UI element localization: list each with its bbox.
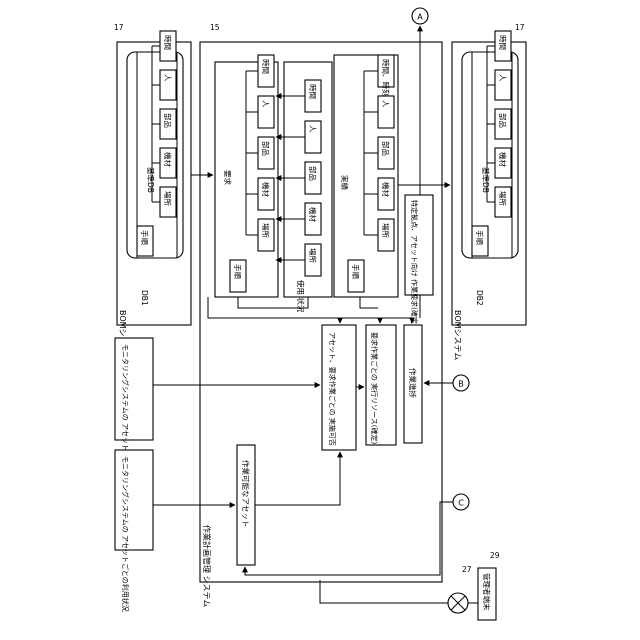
- db1-item-label: 機材: [163, 152, 173, 167]
- feasibility-text: アセット、要求作業ごとの 実施可否: [328, 332, 337, 446]
- db1-item-label: 部品: [163, 113, 173, 128]
- connector-c-loop-arrow: [245, 502, 453, 575]
- network-link-line: [320, 580, 448, 603]
- requirement-item-label: 部品: [261, 141, 271, 156]
- db1-label: DB1: [140, 290, 149, 306]
- workplan-label: 作業計画管理 システム: [202, 525, 212, 607]
- db2-item-label: 部品: [498, 113, 508, 128]
- usage-item-label: 時間: [308, 84, 317, 99]
- resources-text: 要求作業ごとの 実行リソース(確定): [370, 332, 379, 445]
- actual-item-label: 時間、時刻: [381, 59, 391, 97]
- usage-item-label: 機材: [308, 207, 318, 222]
- usage-item-label: 部品: [308, 166, 318, 181]
- terminal-ref: 29: [490, 551, 500, 560]
- bom-right-label: BOMシステム: [453, 310, 462, 360]
- db1-title: 基準DB: [146, 167, 156, 193]
- db1-item-label: 人: [163, 74, 172, 82]
- terminal-text: 管理者端末: [482, 573, 492, 611]
- connector-a-label: A: [417, 13, 423, 22]
- db2-item-label: 時間: [498, 35, 507, 50]
- network-ref: 27: [462, 565, 472, 574]
- db1-item-label: 時間: [163, 35, 172, 50]
- requirement-item-label: 手順: [233, 264, 243, 279]
- actual-feed-line: [360, 297, 378, 308]
- requirement-fixed-box: [405, 195, 433, 295]
- requirement-item-label: 機材: [261, 182, 271, 197]
- db1-item-label: 手順: [140, 230, 150, 245]
- requirement-item-label: 時間: [261, 59, 270, 74]
- db2-title: 基準DB: [481, 167, 491, 193]
- db1-item-label: 場所: [163, 191, 173, 206]
- usage-item-label: 人: [308, 125, 317, 133]
- actual-item-label: 部品: [381, 141, 391, 156]
- requirement-item-label: 人: [261, 100, 270, 108]
- actual-item-label: 場所: [381, 223, 391, 238]
- progress-text: 作業進捗: [408, 368, 418, 398]
- db2-item-label: 機材: [498, 152, 508, 167]
- usable-assets-text: 作業可能なアセット: [241, 460, 251, 527]
- actual-item-label: 手順: [351, 264, 361, 279]
- db2-item-label: 人: [498, 74, 507, 82]
- db2-label: DB2: [475, 290, 484, 306]
- bom-left-ref: 17: [114, 23, 124, 32]
- usage-status-input-box: [115, 450, 153, 550]
- usage-status-input-text: モニタリングシステムの アセットごとの利用状況: [121, 456, 130, 612]
- db2-item-label: 場所: [498, 191, 508, 206]
- feasibility-box: [322, 325, 356, 450]
- requirement-item-label: 場所: [261, 223, 271, 238]
- db2-item-label: 手順: [475, 230, 485, 245]
- connector-b-label: B: [458, 380, 464, 389]
- usage-item-label: 場所: [308, 248, 318, 263]
- db1-item-tree: 手順 場所 機材 部品 人 時間: [137, 31, 176, 256]
- actual-title: 実績: [340, 175, 350, 190]
- requirement-title: 要求: [223, 170, 233, 185]
- requirement-fixed-text: 特定拠点、アセット向け 作業要求(確定): [410, 200, 419, 327]
- connector-c-label: C: [458, 499, 464, 508]
- usable-to-feasibility-arrow: [255, 452, 340, 505]
- actual-item-label: 人: [381, 100, 390, 108]
- work-request-input-box: [115, 338, 153, 440]
- workplan-ref: 15: [210, 23, 220, 32]
- actual-item-label: 機材: [381, 182, 391, 197]
- bom-right-ref: 17: [515, 23, 525, 32]
- db2-item-tree: 手順 場所 機材 部品 人 時間: [472, 31, 511, 256]
